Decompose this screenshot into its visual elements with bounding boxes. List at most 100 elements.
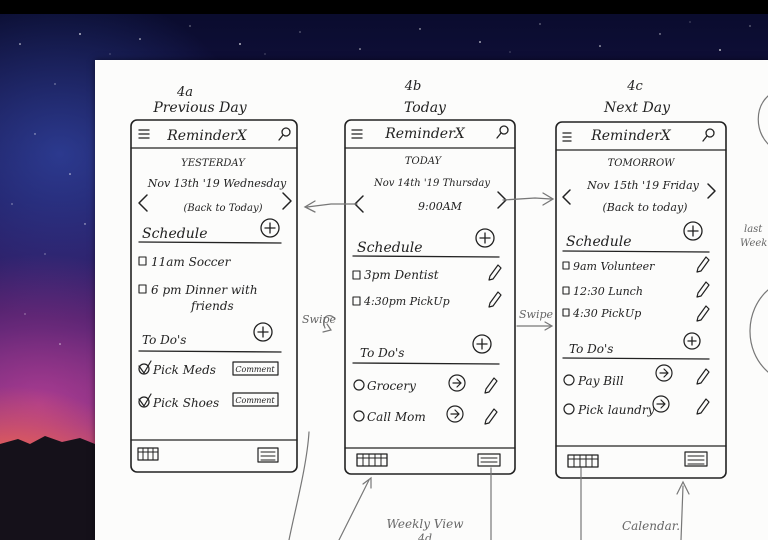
checked-checkbox-icon[interactable] [138,360,152,375]
edit-pencil-icon[interactable] [696,305,710,322]
todo-item[interactable]: Grocery [367,379,416,393]
edit-pencil-icon[interactable] [488,264,502,281]
schedule-item[interactable]: 9am Volunteer [573,260,655,273]
back-to-today-link[interactable]: (Back to Today) [183,203,262,214]
edit-pencil-icon[interactable] [696,398,710,415]
schedule-heading: Schedule [566,234,631,250]
phone-frame [555,121,727,479]
edit-pencil-icon[interactable] [696,256,710,273]
checkbox-icon[interactable] [563,403,575,415]
todo-item[interactable]: Pick Shoes [152,396,219,410]
next-day-arrow-icon[interactable] [707,183,716,199]
add-todo-icon[interactable] [472,334,492,354]
sketch-paper: 4a Previous Day ReminderX YESTERDAY Nov … [95,60,768,540]
todos-heading: To Do's [360,346,404,360]
forward-arrow-icon[interactable] [446,405,464,423]
day-label: TOMORROW [608,158,676,169]
screen-label-id: 4c [626,79,643,94]
phone-frame [130,119,298,473]
add-todo-icon[interactable] [253,322,273,342]
screen-label-id: 4a [176,85,193,100]
calendar-annotation: Calendar. [622,519,680,533]
forward-arrow-icon[interactable] [652,395,670,413]
comment-button[interactable] [232,392,279,407]
back-to-today-link[interactable]: (Back to today) [603,201,688,214]
hamburger-menu-icon[interactable] [562,132,572,142]
swipe-annotation: Swipe [519,308,554,321]
todo-item[interactable]: Pick Meds [152,363,216,377]
screen-4c: 4c Next Day ReminderX TOMORROW Nov 15th … [555,79,727,479]
schedule-heading: Schedule [142,226,207,242]
date-text: Nov 14th '19 Thursday [373,178,490,189]
edit-pencil-icon[interactable] [484,408,498,425]
reminder-icon [562,286,570,295]
reminder-icon [352,296,361,306]
add-schedule-icon[interactable] [683,221,703,241]
side-note-text: last [744,224,763,235]
search-icon[interactable] [496,125,509,139]
screen-label-id: 4b [404,79,422,94]
app-title: ReminderX [590,128,672,144]
list-view-icon[interactable] [684,451,708,467]
screen-label-title: Previous Day [152,100,247,116]
next-day-arrow-icon[interactable] [282,192,292,210]
edit-pencil-icon[interactable] [488,291,502,308]
schedule-item[interactable]: 3pm Dentist [364,268,439,282]
todo-item[interactable]: Pick laundry [577,403,655,417]
forward-arrow-icon[interactable] [448,374,466,392]
swipe-right-connector: Swipe [502,192,555,331]
weekly-grid-icon[interactable] [137,447,159,461]
schedule-heading: Schedule [357,240,422,256]
hamburger-menu-icon[interactable] [138,129,150,139]
checkbox-icon[interactable] [353,410,365,422]
edit-pencil-icon[interactable] [696,368,710,385]
reminder-icon [562,261,570,270]
weekly-grid-icon[interactable] [567,454,599,468]
schedule-item-continued: friends [190,299,234,313]
calendar-connector: Calendar. [580,467,690,540]
checkbox-icon[interactable] [563,374,575,386]
add-todo-icon[interactable] [683,332,701,350]
add-schedule-icon[interactable] [475,228,495,248]
todos-heading: To Do's [569,342,613,356]
todo-item[interactable]: Call Mom [367,410,426,424]
prev-day-arrow-icon[interactable] [562,189,571,205]
reminder-icon [562,308,570,317]
screen-label-title: Today [404,100,447,116]
comment-button[interactable] [232,361,279,376]
app-title: ReminderX [384,126,466,142]
day-label: TODAY [405,156,443,167]
swipe-left-connector: Swipe [302,200,358,333]
screen-4a: 4a Previous Day ReminderX YESTERDAY Nov … [130,85,298,473]
weekly-grid-icon[interactable] [356,453,388,467]
top-bar [0,0,768,14]
reminder-icon [352,270,361,280]
checkbox-icon[interactable] [353,379,365,391]
prev-day-arrow-icon[interactable] [138,194,148,212]
add-schedule-icon[interactable] [260,218,280,238]
search-icon[interactable] [278,127,291,141]
schedule-item[interactable]: 4:30 PickUp [572,307,641,320]
side-note: last Week [740,95,768,373]
schedule-item[interactable]: 12:30 Lunch [573,285,643,298]
screen-label-title: Next Day [603,100,671,116]
side-note-text: Week [740,238,767,249]
edit-pencil-icon[interactable] [696,281,710,298]
todo-item[interactable]: Pay Bill [577,374,624,388]
weekly-view-id: 4d [417,532,432,540]
forward-arrow-icon[interactable] [655,364,673,382]
schedule-item[interactable]: 4:30pm PickUp [363,295,450,308]
list-view-icon[interactable] [477,453,501,467]
comment-button-label: Comment [235,396,275,405]
schedule-item[interactable]: 11am Soccer [151,255,232,269]
hamburger-menu-icon[interactable] [351,129,363,139]
reminder-icon [138,284,147,294]
starfield [0,21,751,540]
edit-pencil-icon[interactable] [484,377,498,394]
list-view-icon[interactable] [257,447,279,463]
todos-heading: To Do's [142,333,186,347]
schedule-item[interactable]: 6 pm Dinner with [151,283,258,297]
search-icon[interactable] [702,128,715,142]
day-label: YESTERDAY [181,158,246,169]
checked-checkbox-icon[interactable] [138,393,152,408]
